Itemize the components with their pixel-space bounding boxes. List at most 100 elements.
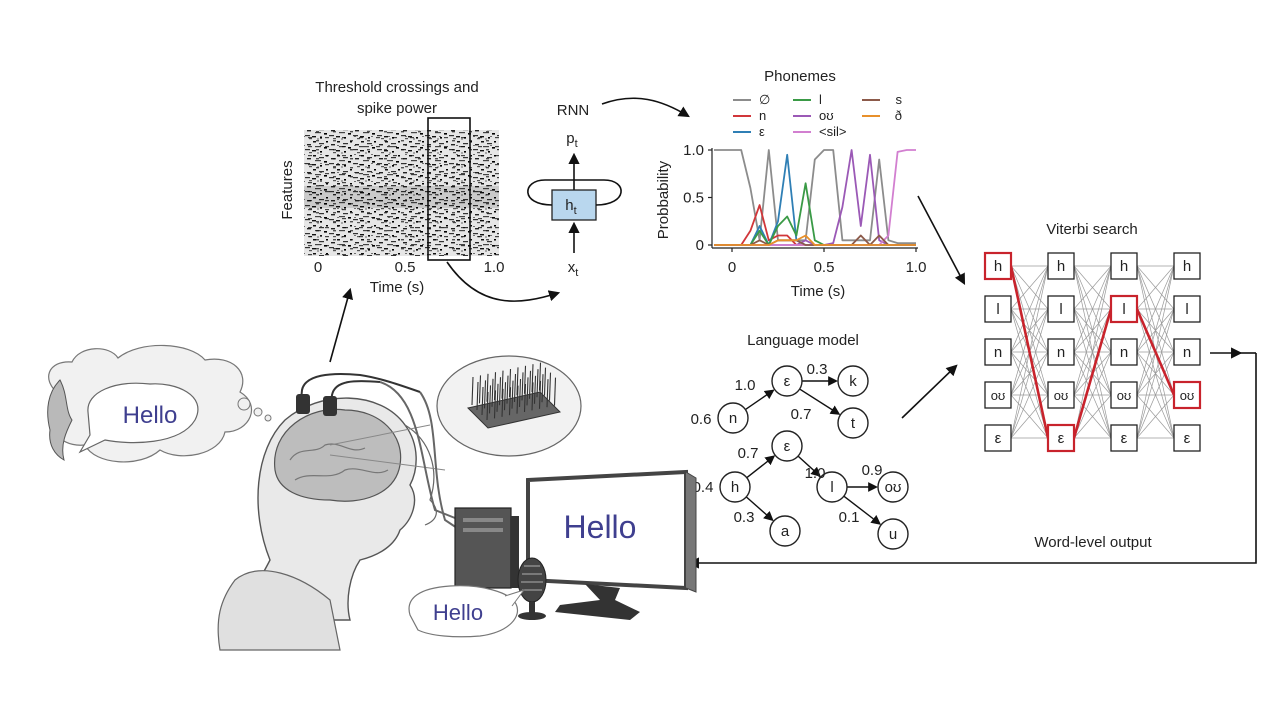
lm-edge: [843, 495, 882, 525]
time-window-box: [427, 117, 471, 261]
electrode-shank: [493, 372, 497, 401]
svg-text:pt: pt: [566, 130, 577, 150]
monitor-hello: Hello: [564, 509, 637, 545]
viterbi-transition: [1073, 265, 1112, 396]
electrode-connector: [323, 396, 337, 416]
viterbi-state-label: l: [1059, 301, 1062, 318]
viterbi-state: [984, 381, 1012, 409]
speech-hello: Hello: [433, 600, 483, 625]
viterbi-transition: [1136, 308, 1175, 439]
lm-node-label: l: [830, 479, 833, 496]
viterbi-state: [1173, 252, 1201, 280]
lm-edge: [744, 389, 775, 411]
electrode-shank: [471, 376, 474, 406]
arrow-word-output: [687, 353, 1257, 569]
viterbi-transition: [1136, 351, 1175, 439]
electrode-shank: [538, 362, 542, 391]
electrode-shank: [486, 373, 489, 402]
brain: [274, 408, 402, 502]
svg-text:ht: ht: [565, 197, 576, 217]
viterbi-state-label: ε: [995, 430, 1002, 447]
viterbi-transition: [1010, 394, 1049, 439]
lm-node: [719, 471, 751, 503]
viterbi-title: Viterbi search: [1046, 221, 1137, 238]
lm-edge: [746, 455, 776, 479]
viterbi-transition: [1136, 265, 1175, 353]
electrode-shank: [508, 387, 512, 416]
electrode-shank: [531, 364, 534, 393]
lm-node: [769, 515, 801, 547]
phoneme-xlabel: Time (s): [791, 283, 845, 300]
lm-node: [837, 407, 869, 439]
electrode-shank: [526, 377, 529, 406]
viterbi-best-path: [1072, 308, 1113, 439]
viterbi-transition: [1010, 351, 1049, 439]
electrode-shank: [543, 367, 547, 396]
lm-node-label: a: [781, 523, 790, 540]
arrow-rnn-to-phonemes: [601, 97, 690, 118]
rnn-title: RNN: [557, 102, 590, 119]
viterbi-state-label: oʊ: [991, 388, 1006, 403]
series-line: [714, 149, 916, 245]
lm-node: [771, 430, 803, 462]
electrode-shank: [523, 365, 527, 394]
electrode-shank: [536, 369, 539, 398]
viterbi-state-label: h: [1120, 258, 1128, 275]
viterbi-state: [1046, 423, 1076, 453]
electrode-shank: [488, 385, 492, 414]
speech-output-bubble: Hello: [408, 585, 526, 638]
electrode-shank: [553, 377, 557, 406]
face-profile: [47, 379, 73, 462]
electrode-shank: [493, 390, 497, 419]
lm-edge-label: 0.1: [839, 509, 860, 526]
series-line: [714, 153, 916, 246]
lm-edge: [799, 388, 841, 415]
viterbi-transition: [1010, 308, 1049, 439]
lm-edge: [745, 496, 774, 522]
viterbi-transition: [1136, 394, 1175, 439]
rnn-output-label: p: [566, 130, 574, 147]
electrode-shank: [501, 388, 504, 417]
spike-xtick: 1.0: [484, 259, 505, 276]
electrode-shank: [508, 368, 512, 398]
viterbi-state: [1047, 338, 1075, 366]
lm-node-label: h: [731, 479, 739, 496]
monitor-stand: [555, 584, 640, 620]
viterbi-transition: [1073, 265, 1112, 439]
legend-label: ∅: [759, 92, 770, 107]
spike-title-line2: spike power: [357, 100, 437, 117]
viterbi-state-label: n: [1120, 344, 1128, 361]
legend-label: ε: [759, 124, 765, 139]
rnn-block: RNN pt ht xt: [527, 97, 690, 279]
arrow-lm-to-viterbi: [901, 364, 958, 419]
electrode-shank: [528, 370, 532, 399]
arrow-brain-to-spikes: [329, 287, 353, 363]
electrode-shank: [498, 377, 502, 406]
viterbi-transition: [1073, 265, 1112, 310]
viterbi-best-path: [1009, 265, 1050, 439]
viterbi-transition: [1073, 394, 1112, 439]
electrode-shank: [538, 380, 542, 409]
viterbi-state: [984, 338, 1012, 366]
arrow-phonemes-to-viterbi: [917, 195, 966, 285]
thought-hello: Hello: [123, 402, 178, 429]
lm-edge: [797, 455, 821, 477]
viterbi-transition: [1136, 265, 1175, 310]
svg-text:xt: xt: [568, 259, 579, 279]
lm-edge-label: 1.0: [735, 377, 756, 394]
lm-node: [837, 365, 869, 397]
spike-ylabel: Features: [279, 160, 296, 219]
viterbi-state: [984, 424, 1012, 452]
viterbi-transition: [1010, 265, 1049, 310]
viterbi-transition: [1010, 265, 1049, 396]
viterbi-state: [1172, 380, 1202, 410]
viterbi-state: [1110, 252, 1138, 280]
speech-balloon: [78, 382, 199, 454]
lm-edge-label: 0.6: [691, 411, 712, 428]
electrode-shank: [486, 391, 489, 421]
lm-edge-label: 0.3: [807, 361, 828, 378]
viterbi-state-label: oʊ: [1054, 388, 1069, 403]
viterbi-state-label: ε: [1058, 430, 1065, 447]
viterbi-state: [984, 295, 1012, 323]
